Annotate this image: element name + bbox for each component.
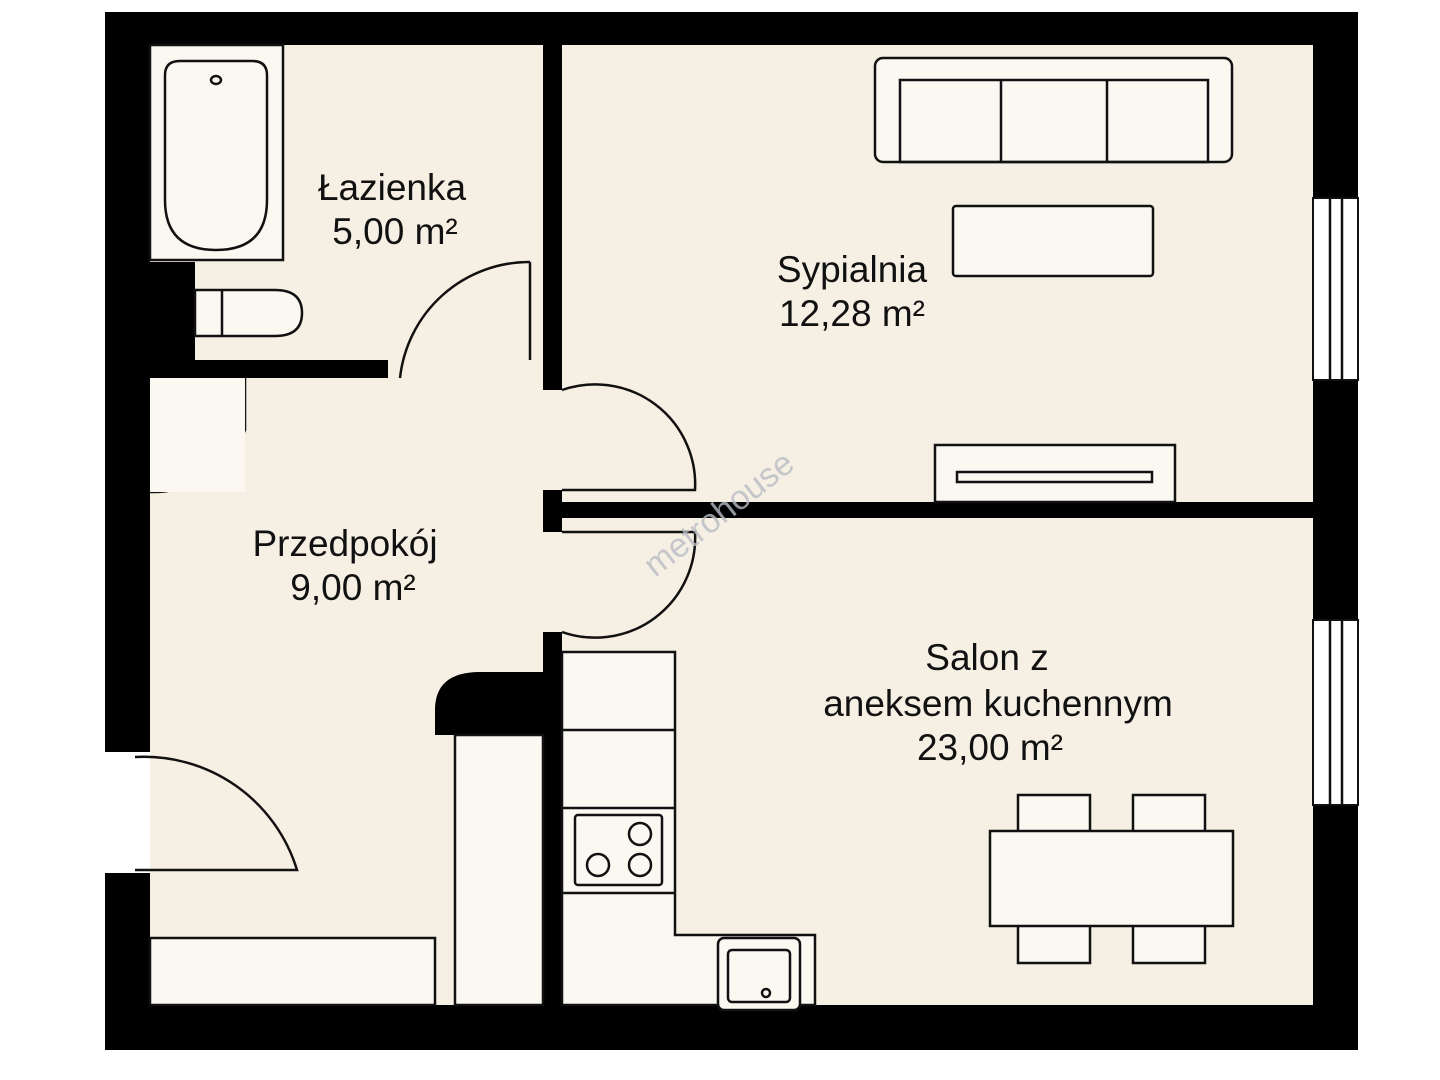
room-area-bedroom: 12,28 m² bbox=[779, 293, 925, 334]
wardrobe bbox=[453, 733, 545, 1007]
room-name-hallway: Przedpokój bbox=[252, 523, 437, 564]
coffee-table bbox=[951, 204, 1155, 278]
kitchen-counter bbox=[560, 650, 817, 1007]
room-area-hallway: 9,00 m² bbox=[290, 567, 415, 608]
bathtub bbox=[148, 43, 285, 262]
closet bbox=[150, 378, 245, 492]
room-name-bedroom: Sypialnia bbox=[777, 249, 928, 290]
sofa-bed bbox=[873, 56, 1234, 164]
dining-set bbox=[988, 793, 1235, 965]
door-bedroom bbox=[561, 383, 697, 492]
tv-cabinet bbox=[933, 443, 1177, 504]
door-salon bbox=[561, 530, 697, 639]
room-name-bathroom: Łazienka bbox=[318, 167, 467, 208]
hall-cabinet bbox=[148, 936, 437, 1007]
room-name-salon-line1: Salon z bbox=[925, 637, 1048, 678]
outer-walls bbox=[105, 12, 1358, 1050]
door-entrance bbox=[134, 755, 299, 872]
room-area-salon: 23,00 m² bbox=[917, 727, 1063, 768]
cooktop bbox=[573, 813, 664, 887]
toilet bbox=[193, 288, 304, 338]
sink bbox=[716, 936, 802, 1012]
interior-walls bbox=[150, 45, 1313, 1005]
window-bedroom bbox=[1312, 197, 1359, 381]
window-salon bbox=[1312, 619, 1359, 806]
door-bathroom bbox=[398, 260, 532, 379]
room-area-bathroom: 5,00 m² bbox=[332, 211, 457, 252]
room-name-salon-line2: aneksem kuchennym bbox=[823, 683, 1173, 724]
